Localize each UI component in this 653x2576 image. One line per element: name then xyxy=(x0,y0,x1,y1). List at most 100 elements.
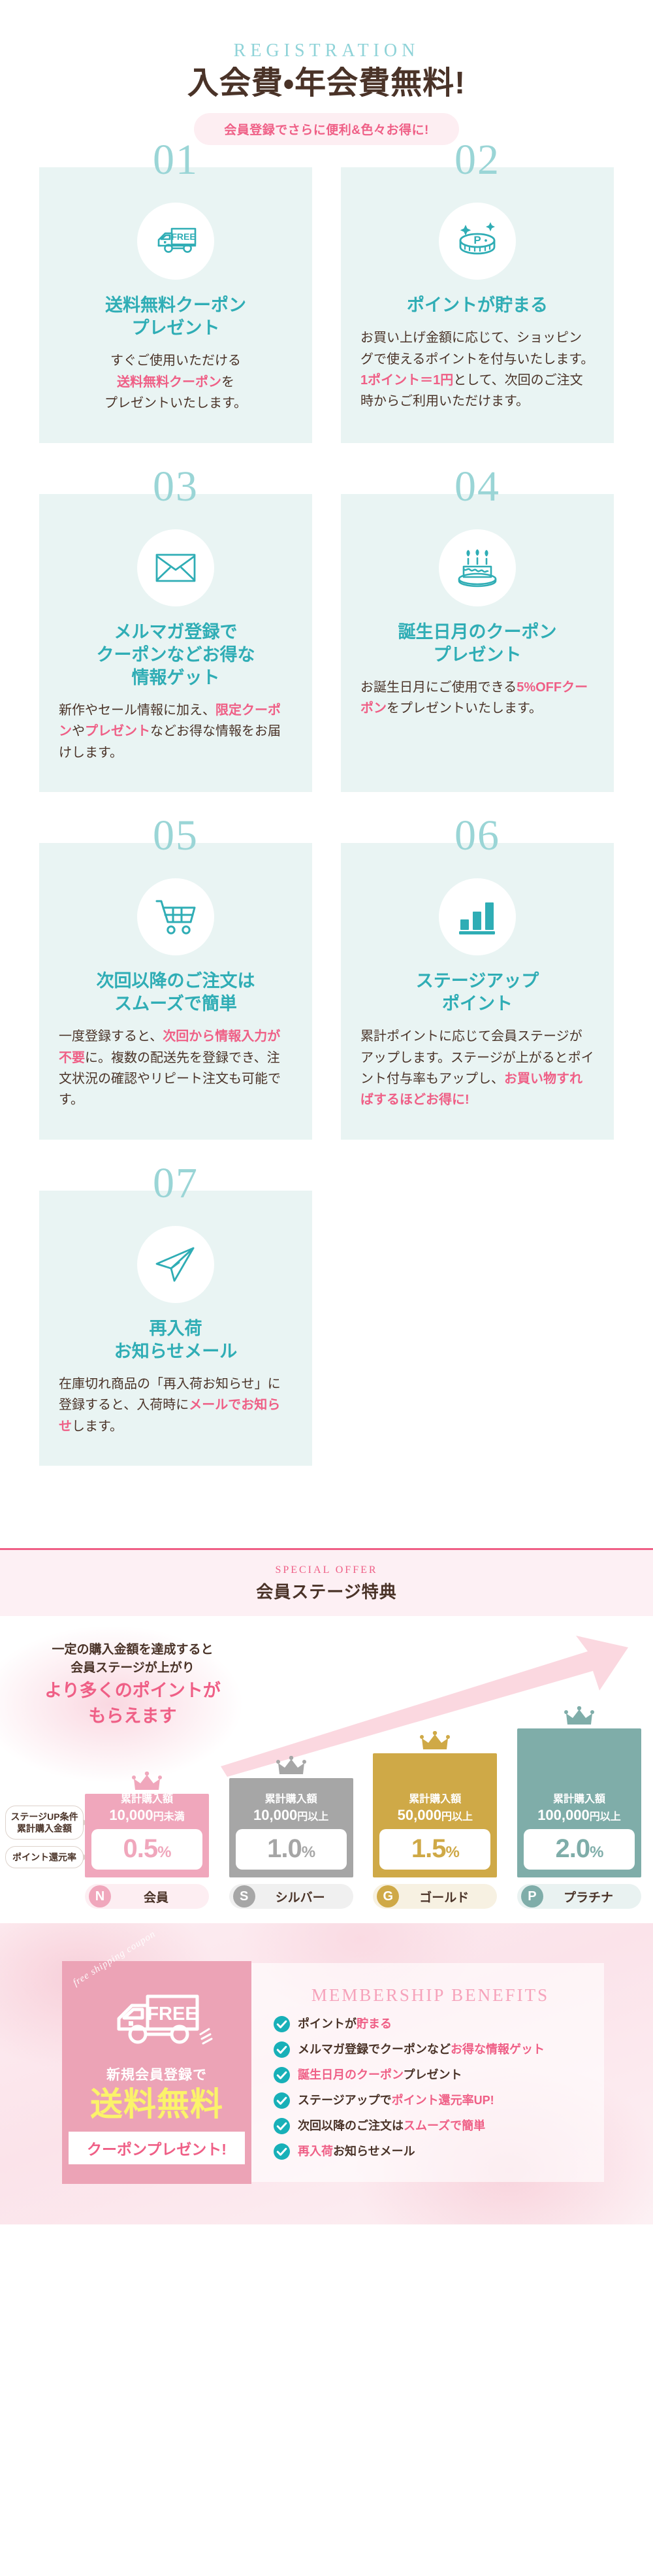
body-text: します。 xyxy=(72,1419,123,1434)
card-description: 在庫切れ商品の「再入荷お知らせ」に登録すると、入荷時にメールでお知らせします。 xyxy=(59,1374,293,1437)
crown-icon xyxy=(132,1772,162,1791)
crown-icon xyxy=(564,1706,594,1725)
card-description: お誕生日月にご使用できる5%OFFクーポンをプレゼントいたします。 xyxy=(360,677,594,719)
card-description: すぐご使用いただける送料無料クーポンをプレゼントいたします。 xyxy=(59,350,293,414)
check-circle-icon xyxy=(274,2143,290,2160)
benefit-card-03: 03 メルマガ登録でクーポンなどお得な情報ゲット 新作やセール情報に加え、限定ク… xyxy=(39,465,312,792)
check-circle-icon xyxy=(274,2041,290,2058)
benefits-title: MEMBERSHIP BENEFITS xyxy=(311,1985,550,2006)
stage-side-label-1: ステージUP条件累計購入金額 xyxy=(5,1805,88,1840)
highlight-text: お得な情報ゲット xyxy=(451,2043,545,2056)
benefit-text: メルマガ登録でクーポンなどお得な情報ゲット xyxy=(298,2042,545,2057)
body-text: ポイントが xyxy=(298,2017,357,2031)
stage-column-G: 累計購入額 50,000円以上 1.5% G ゴールド xyxy=(373,1731,498,1909)
benefit-text: 次回以降のご注文はスムーズで簡単 xyxy=(298,2119,485,2134)
body-text: をプレゼントいたします。 xyxy=(387,701,542,716)
hero-header: REGISTRATION 入会費・年会費無料! 会員登録でさらに便利&色々お得に… xyxy=(0,0,653,168)
card-title: メルマガ登録でクーポンなどお得な情報ゲット xyxy=(96,621,255,687)
benefit-list-item: 誕生日月のクーポンプレゼント xyxy=(274,2067,587,2084)
stage-column-N: 累計購入額 10,000円未満 0.5% N 会員 xyxy=(85,1772,209,1909)
mail-envelope-icon xyxy=(137,529,214,606)
card-number: 01 xyxy=(153,136,199,184)
body-text: プレゼントいたします。 xyxy=(104,396,247,411)
benefit-text: ポイントが貯まる xyxy=(298,2017,392,2032)
stage-condition-amount: 10,000円以上 xyxy=(253,1806,329,1823)
stage-name: プラチナ xyxy=(563,1891,613,1905)
check-circle-icon xyxy=(274,2118,290,2135)
stage-name: 会員 xyxy=(143,1891,168,1905)
card-number: 02 xyxy=(454,136,500,184)
stage-condition: 累計購入額 100,000円以上 xyxy=(524,1793,635,1825)
stage-lead-highlight-2: もらえます xyxy=(88,1706,177,1726)
body-text: として、次回のご注文時からご利用いただけます。 xyxy=(360,373,583,409)
page-title: 入会費・年会費無料! xyxy=(187,66,466,101)
stage-condition: 累計購入額 50,000円以上 xyxy=(379,1793,490,1825)
stage-side-labels: ステージUP条件累計購入金額ポイント還元率 xyxy=(5,1805,88,1875)
svg-text:FREE: FREE xyxy=(147,2004,197,2024)
highlight-text: 送料無料クーポン xyxy=(117,374,221,389)
body-text: 累計ポイントに応じて会員ステージがアップします。ステージが上がるとポイント付与率… xyxy=(360,1029,594,1086)
special-offer-band: SPECIAL OFFER 会員ステージ特典 xyxy=(0,1548,653,1617)
bar-chart-icon xyxy=(439,878,516,955)
body-text: を xyxy=(221,374,234,389)
body-text: 在庫切れ商品の「再入荷お知らせ」に登録すると、入荷時に xyxy=(59,1376,281,1413)
benefit-text: 再入荷お知らせメール xyxy=(298,2144,415,2159)
benefit-list-item: メルマガ登録でクーポンなどお得な情報ゲット xyxy=(274,2041,587,2058)
highlight-text: メールでお知らせ xyxy=(59,1398,281,1434)
stage-lead-highlight-1: より多くのポイントが xyxy=(44,1681,221,1701)
stage-lead-text: 一定の購入金額を達成すると 会員ステージが上がり より多くのポイントが もらえま… xyxy=(12,1641,253,1728)
spacer xyxy=(0,1466,653,1522)
check-circle-icon xyxy=(274,2067,290,2084)
offer-eyebrow: SPECIAL OFFER xyxy=(275,1564,378,1576)
registration-benefits-page: REGISTRATION 入会費・年会費無料! 会員登録でさらに便利&色々お得に… xyxy=(0,0,653,2185)
highlight-text: 5%OFFクーポン xyxy=(360,680,588,716)
highlight-text: プレゼント xyxy=(85,724,150,739)
body-text: 一度登録すると、 xyxy=(59,1029,163,1044)
benefit-card-05: 05 次回以降のご注文はスムーズで簡単 一度登録すると、次回から情報入力が不要に… xyxy=(39,814,312,1140)
stage-bar: 累計購入額 10,000円未満 0.5% xyxy=(85,1793,209,1878)
banner-subtitle: 新規会員登録で xyxy=(106,2068,207,2083)
offer-title: 会員ステージ特典 xyxy=(256,1582,397,1602)
stage-condition: 累計購入額 10,000円以上 xyxy=(236,1793,347,1825)
card-description: 累計ポイントに応じて会員ステージがアップします。ステージが上がるとポイント付与率… xyxy=(360,1026,594,1111)
body-text: お知らせメール xyxy=(333,2145,415,2158)
hero-eyebrow: REGISTRATION xyxy=(233,41,420,61)
body-text: などお得な情報をお届けします。 xyxy=(59,724,281,760)
stage-side-label-2: ポイント還元率 xyxy=(5,1845,88,1869)
stage-name-label: S シルバー xyxy=(229,1884,353,1909)
card-number: 03 xyxy=(153,462,199,510)
check-circle-icon xyxy=(274,2016,290,2033)
stage-name-label: P プラチナ xyxy=(517,1884,641,1909)
body-text: すぐご使用いただける xyxy=(110,354,241,369)
benefit-text: 誕生日月のクーポンプレゼント xyxy=(298,2068,462,2083)
stage-name-label: G ゴールド xyxy=(373,1884,498,1909)
card-number: 04 xyxy=(454,462,500,510)
benefit-text: ステージアップでポイント還元率UP! xyxy=(298,2093,494,2108)
point-rate-value: 1.0% xyxy=(235,1829,347,1870)
benefit-list-item: ポイントが貯まる xyxy=(274,2016,587,2033)
card-description: 一度登録すると、次回から情報入力が不要に。複数の配送先を登録でき、注文状況の確認… xyxy=(59,1026,293,1111)
stage-lead-line-2: 会員ステージが上がり xyxy=(71,1660,195,1675)
card-number: 06 xyxy=(454,812,500,859)
stage-name: シルバー xyxy=(275,1891,325,1905)
stage-bar: 累計購入額 50,000円以上 1.5% xyxy=(373,1753,498,1878)
stage-bar: 累計購入額 100,000円以上 2.0% xyxy=(517,1728,641,1878)
body-text: ステージアップで xyxy=(298,2094,392,2107)
stage-condition: 累計購入額 10,000円未満 xyxy=(91,1793,202,1825)
highlight-text: ポイント還元率UP! xyxy=(391,2094,494,2107)
benefit-card-06: 06 ステージアップポイント 累計ポイントに応じて会員ステージがアップします。ス… xyxy=(341,814,614,1140)
body-text: や xyxy=(72,724,85,739)
stage-name: ゴールド xyxy=(419,1891,470,1905)
body-text: プレゼント xyxy=(403,2068,462,2082)
highlight-text: 1ポイント＝1円 xyxy=(360,373,454,388)
check-circle-icon xyxy=(274,2092,290,2109)
crown-icon xyxy=(420,1731,451,1750)
benefit-list-item: ステージアップでポイント還元率UP! xyxy=(274,2092,587,2109)
free-shipping-coupon-box: free shipping coupon FREE xyxy=(62,1929,251,2185)
point-coin-icon: P xyxy=(439,203,516,280)
stage-badge-icon: P xyxy=(520,1885,543,1908)
card-number: 05 xyxy=(153,812,199,859)
coupon-cta-label: クーポンプレゼント! xyxy=(69,2132,245,2165)
svg-text:FREE: FREE xyxy=(171,231,195,242)
card-description: お買い上げ金額に応じて、ショッピングで使えるポイントを付与いたします。1ポイント… xyxy=(360,327,594,412)
